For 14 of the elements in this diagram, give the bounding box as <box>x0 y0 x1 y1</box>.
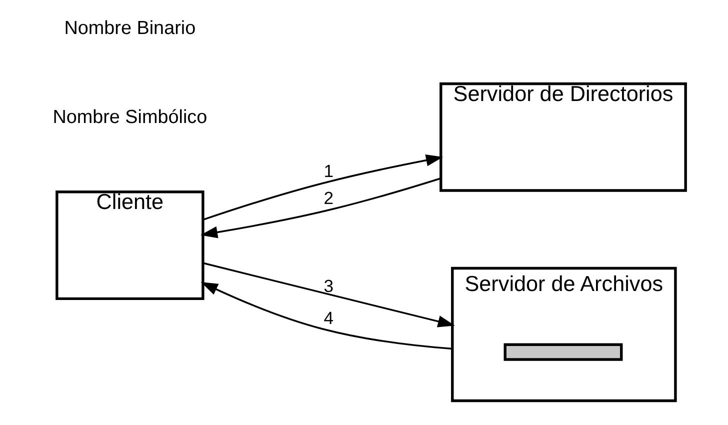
edge-label: 2 <box>323 188 334 208</box>
label: Nombre Binario <box>64 18 196 39</box>
arrow <box>200 178 440 238</box>
edge-label: 1 <box>323 160 334 181</box>
edge-label: 4 <box>323 308 334 328</box>
label: Nombre Simbólico <box>52 107 207 128</box>
cluster: Servidor de Archivos <box>450 266 676 402</box>
node-box: Servidor de Directorios <box>439 82 686 192</box>
arrow <box>202 154 443 221</box>
edge-label: 3 <box>323 276 334 296</box>
node-box: Cliente <box>55 190 204 300</box>
arrow <box>202 262 454 328</box>
node-bar <box>503 343 622 361</box>
arrow <box>200 282 452 350</box>
